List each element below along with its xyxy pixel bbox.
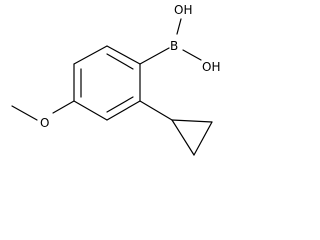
cyclopropyl-bond [171, 119, 195, 156]
ether-oxygen-label: O [40, 116, 49, 130]
aromatic-inner-bond [106, 96, 134, 113]
b-oh-right-bond [182, 49, 202, 61]
methoxy-group: O [11, 100, 75, 130]
c-o-bond [52, 100, 75, 114]
ring-bond [106, 100, 141, 121]
hydroxyl-right-label: OH [202, 60, 220, 74]
c-cyclopropyl-bond [139, 100, 173, 121]
hydroxyl-top-label: OH [174, 3, 192, 17]
boron-label: B [170, 39, 178, 53]
ring-bond [73, 100, 108, 121]
benzene-ring [73, 45, 141, 121]
cyclopropyl-bond [171, 119, 213, 123]
aromatic-inner-bond [106, 53, 134, 70]
boronic-acid-group: B OH OH [139, 3, 220, 74]
ring-bond [73, 45, 108, 65]
c-b-bond [139, 47, 170, 65]
chemical-structure: B OH OH O [11, 3, 220, 156]
cyclopropyl-bond [193, 121, 213, 156]
ring-bond [106, 45, 141, 65]
b-oh-top-bond [176, 18, 182, 35]
cyclopropyl-group [139, 100, 213, 156]
o-methyl-bond [11, 105, 38, 121]
